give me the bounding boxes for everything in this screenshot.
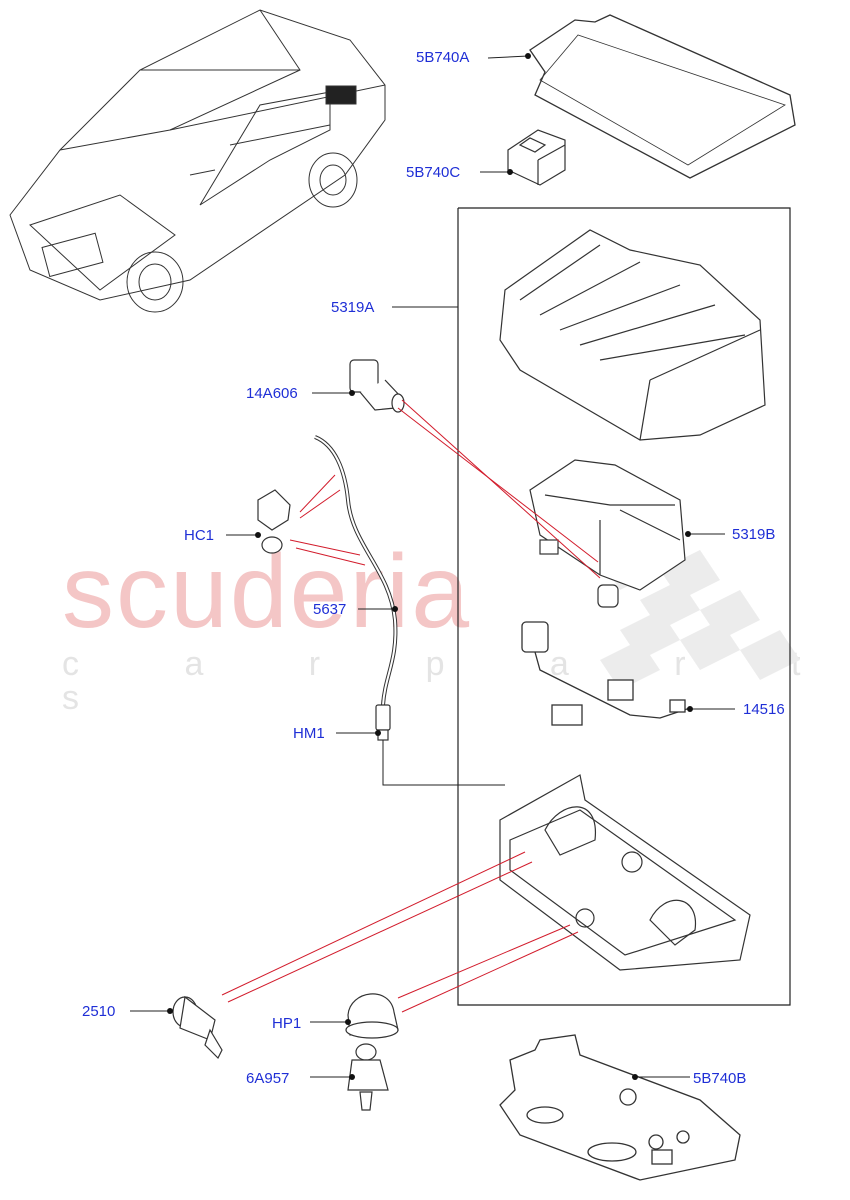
label-14516: 14516 — [743, 701, 785, 718]
part-14A606-sensor — [349, 359, 405, 413]
label-5B740C: 5B740C — [406, 164, 461, 181]
kit-border — [457, 207, 791, 1006]
watermark-brand: scuderia — [62, 534, 472, 650]
part-5B740C-clip — [507, 129, 566, 186]
label-14A606: 14A606 — [246, 385, 298, 402]
label-6A957: 6A957 — [246, 1070, 290, 1087]
leader-dots — [167, 53, 693, 1080]
part-6A957-mount — [347, 1043, 389, 1111]
label-5319A: 5319A — [331, 299, 375, 316]
part-5B740B-mat — [499, 1034, 741, 1181]
label-5319B: 5319B — [732, 526, 776, 543]
label-HC1: HC1 — [184, 527, 215, 544]
label-5B740B: 5B740B — [693, 1070, 747, 1087]
watermark-checker — [600, 540, 800, 690]
part-5637-hose — [314, 435, 398, 706]
label-HP1: HP1 — [272, 1015, 302, 1032]
label-HM1: HM1 — [293, 725, 325, 742]
part-5319A-cover — [499, 229, 766, 441]
watermark-tagline: c a r p a r t s — [62, 645, 849, 717]
red-reference-lines — [221, 399, 601, 1013]
part-HC1-clip — [257, 489, 291, 554]
part-HP1-cap — [345, 993, 399, 1039]
part-tray — [499, 774, 751, 971]
part-2510-valve — [172, 995, 223, 1060]
label-5B740A: 5B740A — [416, 49, 470, 66]
part-5319B-compressor — [529, 459, 686, 608]
leader-lines — [130, 55, 735, 1078]
label-5637: 5637 — [313, 601, 347, 618]
label-2510: 2510 — [82, 1003, 116, 1020]
part-5B740A-mat — [529, 14, 796, 179]
vehicle-illustration — [9, 9, 386, 313]
part-14516-harness — [521, 621, 691, 726]
